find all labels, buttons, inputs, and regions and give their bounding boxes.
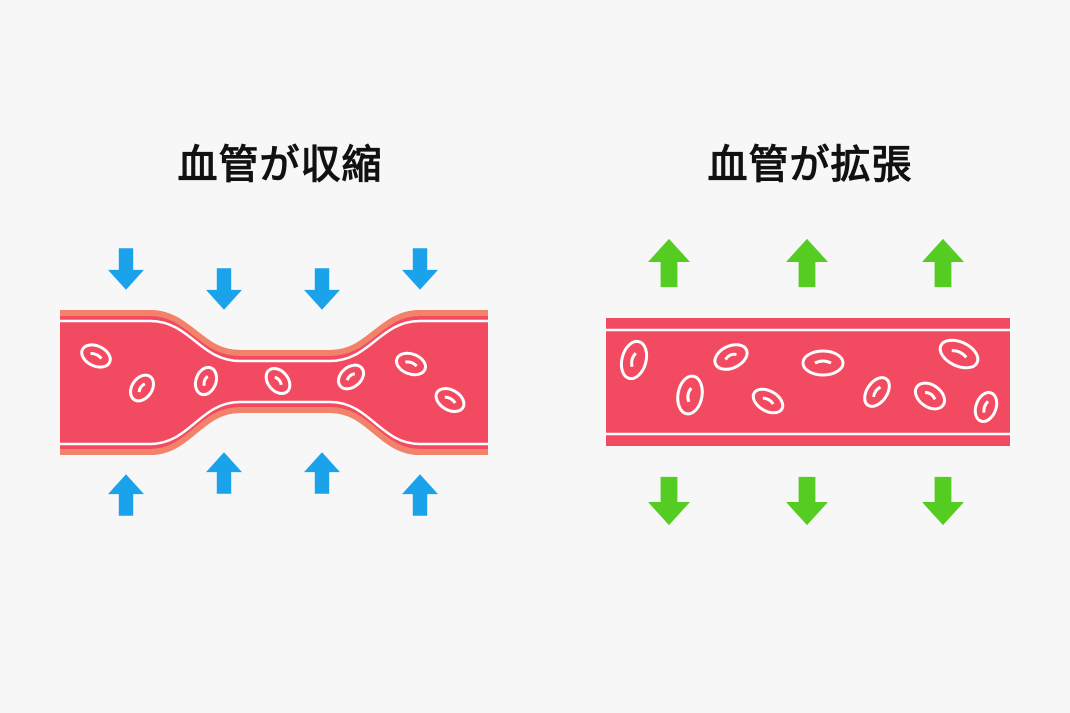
arrow-down-icon [786,476,828,526]
constricted-inner-line-top [60,319,488,363]
arrow-down-icon [922,476,964,526]
dilated-vessel [606,318,1010,446]
red-blood-cell [336,363,366,391]
red-blood-cell [801,349,845,377]
constricted-vessel-body [60,310,488,455]
constricted-wall-top [60,310,488,356]
red-blood-cell [394,351,428,377]
red-blood-cell [129,373,155,403]
red-blood-cell [751,387,785,415]
red-blood-cell [973,390,999,424]
red-blood-cell [863,376,891,408]
arrow-up-icon [786,238,828,288]
dilated-vessel-body [606,318,1010,446]
red-blood-cell [619,339,649,381]
arrow-up-icon [922,238,964,288]
dilation-title: 血管が拡張 [707,142,913,188]
constricted-wall-bottom [60,407,488,455]
constricted-inner-line-bottom [60,400,488,446]
arrow-down-icon [206,268,242,310]
red-blood-cell [434,387,466,413]
red-blood-cell [938,338,980,370]
arrow-up-icon [206,452,242,494]
arrow-down-icon [402,248,438,290]
red-blood-cell [80,343,112,369]
arrow-up-icon [402,474,438,516]
arrow-down-icon [108,248,144,290]
red-blood-cell [264,366,292,396]
arrow-up-icon [108,474,144,516]
constricted-blood-cells [80,343,466,413]
arrow-up-icon [304,452,340,494]
arrow-up-icon [648,238,690,288]
red-blood-cell [676,374,704,416]
red-blood-cell [193,365,219,397]
arrow-down-icon [304,268,340,310]
constriction-title: 血管が収縮 [177,142,383,188]
dilated-blood-cells [619,338,999,424]
red-blood-cell [713,343,749,371]
constricted-vessel [60,310,488,455]
arrow-down-icon [648,476,690,526]
red-blood-cell [913,381,947,411]
